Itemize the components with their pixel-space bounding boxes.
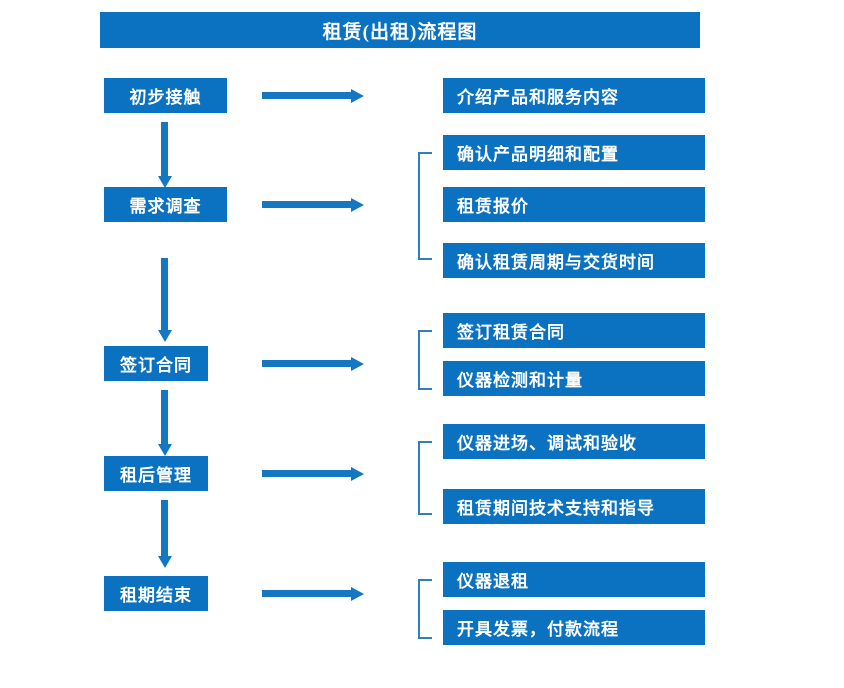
detail-box-3-2[interactable]: 仪器检测和计量 — [443, 361, 705, 396]
detail-box-5-2[interactable]: 开具发票，付款流程 — [443, 610, 705, 645]
stage-box-qiandinghetong[interactable]: 签订合同 — [104, 346, 208, 381]
group-bracket-2 — [418, 152, 432, 260]
vertical-arrow-4 — [161, 500, 168, 557]
detail-box-2-3[interactable]: 确认租赁周期与交货时间 — [443, 243, 705, 278]
detail-box-5-1[interactable]: 仪器退租 — [443, 562, 705, 597]
horizontal-arrow-4 — [262, 470, 352, 477]
vertical-arrow-2 — [161, 258, 168, 331]
detail-box-2-1[interactable]: 确认产品明细和配置 — [443, 135, 705, 170]
horizontal-arrow-3 — [262, 360, 352, 367]
horizontal-arrow-1 — [262, 92, 352, 99]
horizontal-arrow-2 — [262, 201, 352, 208]
stage-box-chubujiechu[interactable]: 初步接触 — [104, 78, 227, 113]
group-bracket-3 — [418, 330, 432, 390]
diagram-title: 租赁(出租)流程图 — [100, 12, 700, 48]
detail-box-4-2[interactable]: 租赁期间技术支持和指导 — [443, 489, 705, 524]
detail-box-3-1[interactable]: 签订租赁合同 — [443, 313, 705, 348]
horizontal-arrow-5 — [262, 590, 352, 597]
group-bracket-4 — [418, 441, 432, 515]
detail-box-2-2[interactable]: 租赁报价 — [443, 187, 705, 222]
detail-box-4-1[interactable]: 仪器进场、调试和验收 — [443, 424, 705, 459]
detail-box-1-1[interactable]: 介绍产品和服务内容 — [443, 78, 705, 113]
group-bracket-5 — [418, 579, 432, 639]
stage-box-zuqijieshu[interactable]: 租期结束 — [104, 576, 208, 611]
vertical-arrow-1 — [161, 122, 168, 177]
stage-box-xuqiudiaocha[interactable]: 需求调查 — [104, 187, 227, 222]
stage-box-zuhouguanli[interactable]: 租后管理 — [104, 456, 208, 491]
vertical-arrow-3 — [161, 390, 168, 445]
